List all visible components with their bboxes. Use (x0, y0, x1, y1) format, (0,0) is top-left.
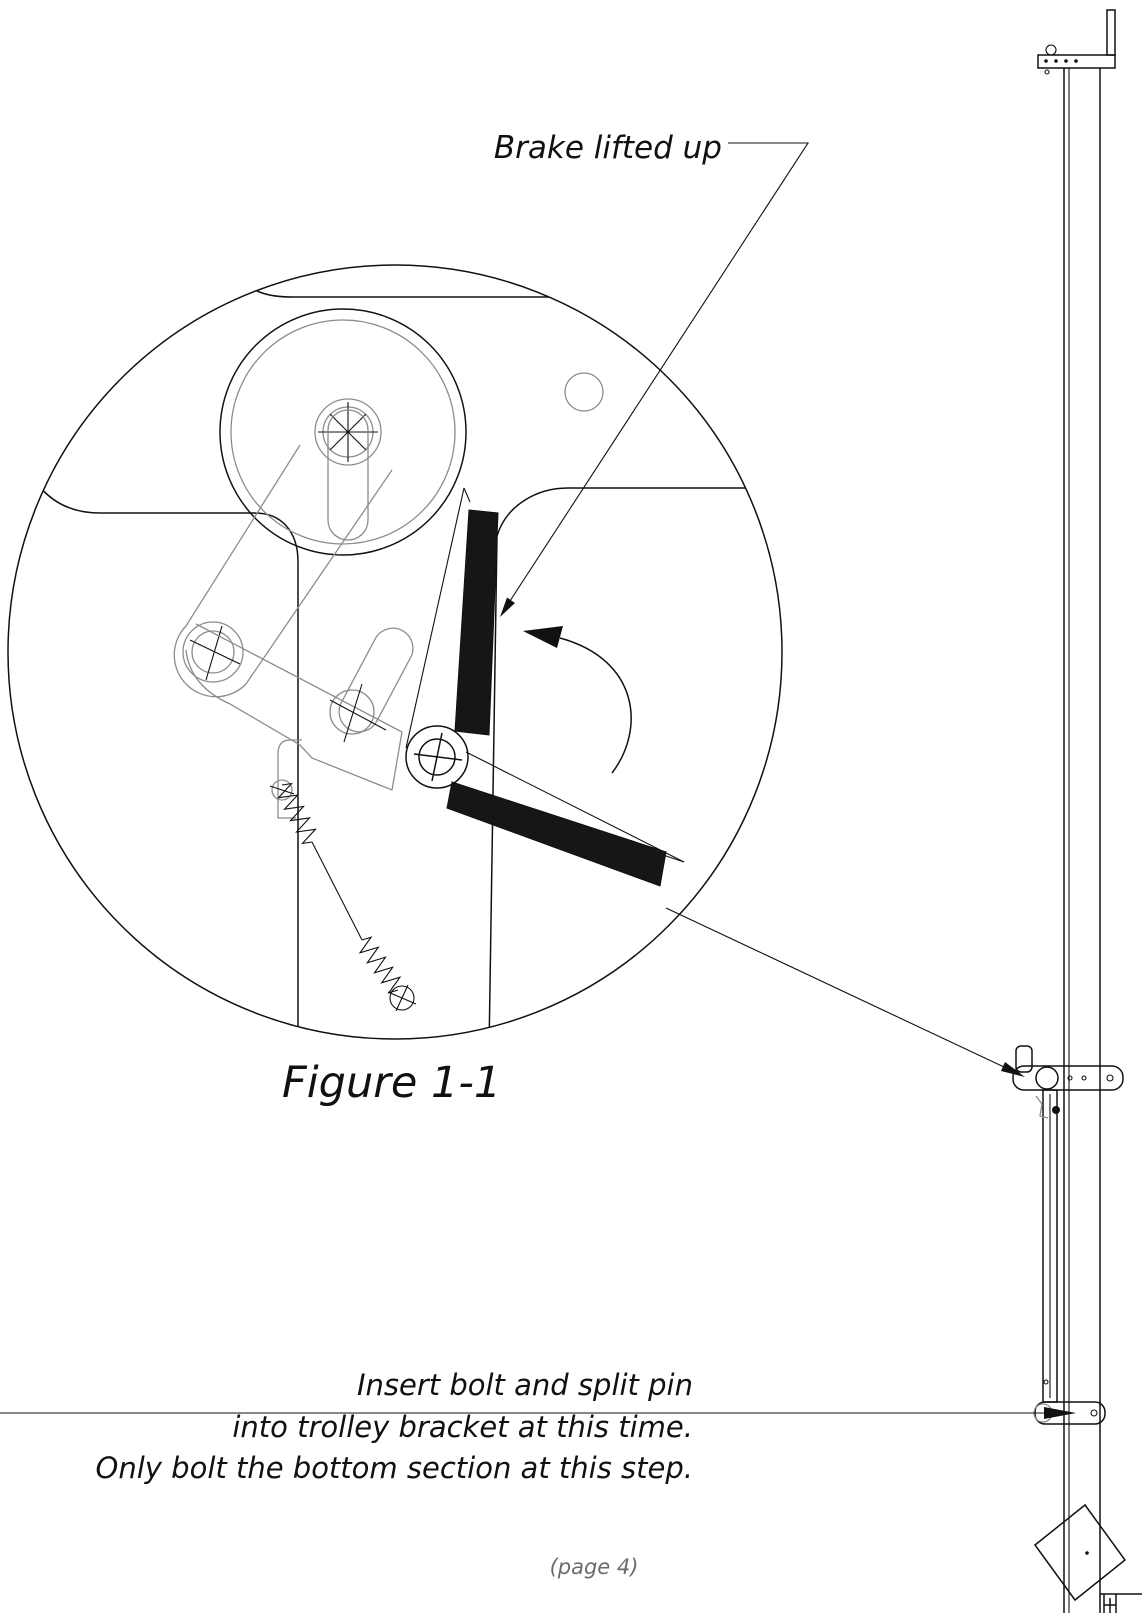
detail-view (7, 264, 783, 1040)
spring-hook (277, 739, 302, 819)
brake-pad-lowered (446, 781, 667, 887)
instruction-line-3: Only bolt the bottom section at this ste… (96, 1451, 693, 1485)
brake-pad-raised (454, 509, 499, 736)
locating-hole (564, 372, 604, 412)
instruction-line-1: Insert bolt and split pin (357, 1368, 693, 1402)
post-assembly (1012, 9, 1142, 1613)
detail-leader (665, 907, 1025, 1077)
brake-pivot (405, 725, 469, 789)
trolley-bracket (1012, 1045, 1124, 1403)
brake-lifted-callout: Brake lifted up (494, 130, 810, 617)
linkage-plate (185, 623, 414, 791)
frame-top-edge (237, 275, 620, 298)
rotation-arrow (523, 626, 632, 774)
spring (269, 779, 417, 1012)
callout-label: Brake lifted up (494, 130, 722, 166)
top-bracket (1037, 9, 1116, 75)
linkage-arm (173, 409, 393, 698)
page-number: (page 4) (550, 1555, 639, 1579)
detail-circle (7, 264, 783, 1040)
wheel (219, 308, 467, 556)
frame-left-edge (35, 481, 299, 1039)
frame-right-edge (488, 487, 760, 1039)
instruction-line-2: into trolley bracket at this time. (232, 1410, 693, 1444)
figure-caption: Figure 1-1 (282, 1058, 501, 1108)
instructions: Insert bolt and split pin into trolley b… (0, 1368, 1076, 1485)
base-block (1033, 1503, 1142, 1613)
